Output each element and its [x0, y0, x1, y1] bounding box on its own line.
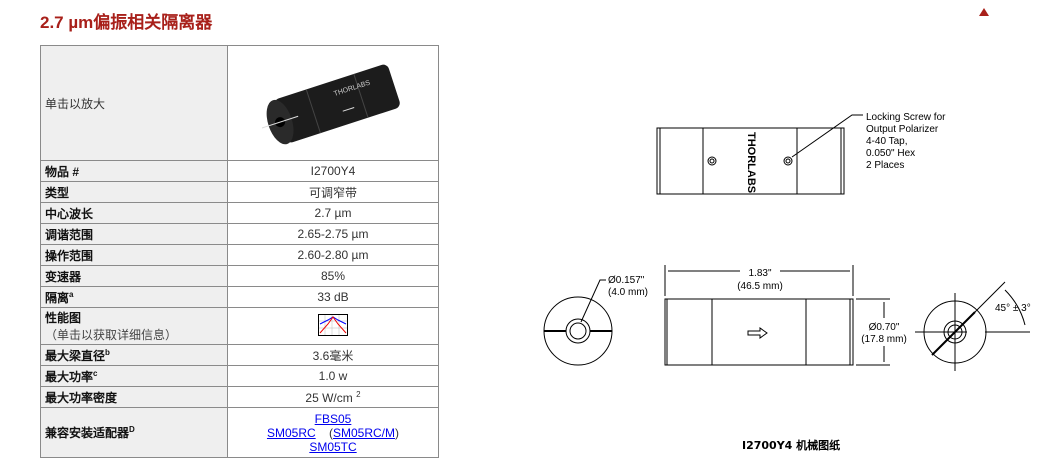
center-label: 中心波长	[40, 202, 228, 224]
item-label: 物品 #	[40, 160, 228, 182]
svg-text:2 Places: 2 Places	[866, 160, 904, 171]
link-fbs05[interactable]: FBS05	[314, 411, 352, 426]
link-sm05rc[interactable]: SM05RC	[266, 425, 316, 440]
density-text: 25 W/cm	[305, 390, 353, 405]
bore-inches: Ø0.157"	[608, 275, 645, 286]
isolator-photo[interactable]: THORLABS	[253, 52, 413, 152]
isolation-label: 隔离a	[40, 286, 228, 308]
performance-graph-link[interactable]	[227, 307, 439, 345]
power-label: 最大功率c	[40, 365, 228, 387]
beam-text: 最大梁直径	[45, 348, 106, 363]
image-label: 单击以放大	[40, 45, 228, 161]
link-sm05rc-m[interactable]: SM05RC/M	[333, 425, 396, 440]
link-sm05tc[interactable]: SM05TC	[309, 439, 357, 454]
isolation-text: 隔离	[45, 290, 70, 305]
adapters-text: 兼容安装适配器	[45, 426, 130, 440]
transmission-label: 变速器	[40, 265, 228, 287]
top-view: THORLABS	[656, 114, 863, 195]
adapters-label: 兼容安装适配器D	[40, 407, 228, 458]
angle-label: 45° ± 3°	[995, 303, 1031, 314]
tuning-label: 调谐范围	[40, 223, 228, 245]
density-exponent: 2	[356, 389, 361, 399]
footnote-d: D	[129, 425, 135, 434]
product-image[interactable]: THORLABS	[227, 45, 439, 161]
performance-label: 性能图 （单击以获取详细信息）	[40, 307, 228, 345]
footnote-b: b	[105, 347, 110, 357]
operating-label: 操作范围	[40, 244, 228, 266]
svg-text:Locking Screw for: Locking Screw for	[866, 112, 946, 123]
diameter-inches: Ø0.70"	[869, 322, 900, 333]
beam-label: 最大梁直径b	[40, 344, 228, 366]
performance-sublabel: （单击以获取详细信息）	[45, 328, 178, 342]
footnote-a: a	[69, 289, 74, 299]
performance-text: 性能图	[45, 311, 82, 325]
length-mm: (46.5 mm)	[737, 281, 783, 292]
drawing-caption: I2700Y4 机械图纸	[742, 439, 841, 452]
footnote-c: c	[93, 368, 98, 378]
side-view	[664, 265, 890, 366]
diameter-mm: (17.8 mm)	[861, 334, 907, 345]
bore-mm: (4.0 mm)	[608, 287, 648, 298]
beam-value: 3.6毫米	[227, 344, 439, 366]
graph-icon[interactable]	[318, 313, 348, 336]
power-text: 最大功率	[45, 369, 94, 384]
svg-text:Output Polarizer: Output Polarizer	[866, 124, 939, 135]
front-view	[543, 279, 613, 366]
page-title: 2.7 µm偏振相关隔离器	[40, 13, 213, 32]
logo-text: THORLABS	[745, 132, 757, 193]
svg-text:4-40 Tap,: 4-40 Tap,	[866, 136, 908, 147]
rear-view	[915, 281, 1030, 371]
svg-text:0.050" Hex: 0.050" Hex	[866, 148, 915, 159]
length-inches: 1.83"	[748, 268, 771, 279]
adapters-value: FBS05 SM05RC (SM05RC/M) SM05TC	[227, 407, 439, 458]
back-to-top-icon[interactable]	[979, 8, 989, 16]
